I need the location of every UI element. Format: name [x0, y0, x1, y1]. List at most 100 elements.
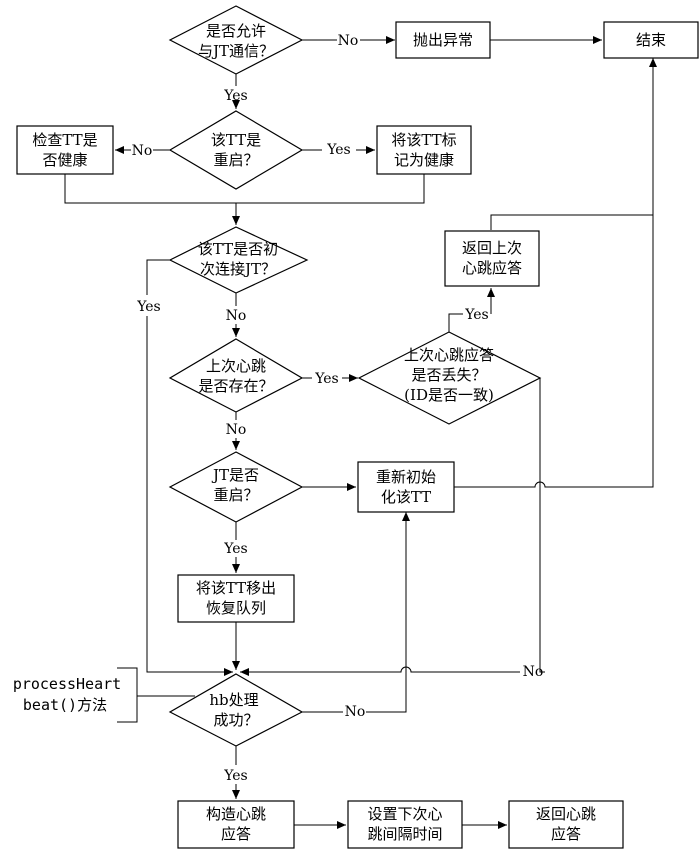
svg-text:化该TT: 化该TT	[381, 488, 431, 506]
svg-text:应答: 应答	[221, 825, 251, 843]
node-last-lost-line-2: 是否丢失？	[411, 366, 486, 384]
node-mark-healthy-line-2: 记为健康	[394, 151, 454, 169]
svg-text:成功？: 成功？	[213, 711, 258, 729]
node-build-response: 构造心跳 应答	[177, 800, 295, 849]
svg-text:是否存在？: 是否存在？	[198, 377, 273, 395]
node-check-tt-line-1: 检查TT是	[32, 131, 97, 149]
label-lost-no: No	[523, 664, 544, 680]
label-restart-no: No	[132, 143, 153, 159]
edge-return-end	[490, 58, 657, 230]
node-move-out-line-1: 将该TT移出	[196, 579, 276, 597]
edge-first-yes	[146, 259, 170, 295]
node-jt-restart-line-2: 重启？	[213, 486, 258, 504]
svg-text:返回心跳: 返回心跳	[536, 805, 596, 823]
node-return-response: 返回心跳 应答	[508, 800, 624, 849]
node-check-tt: 检查TT是 否健康	[16, 125, 114, 175]
label-jt-yes: Yes	[223, 541, 248, 557]
node-return-last-line-2: 心跳应答	[462, 259, 522, 277]
svg-text:记为健康: 记为健康	[394, 151, 454, 169]
svg-text:结束: 结束	[636, 31, 666, 49]
svg-text:重启？: 重启？	[213, 151, 258, 169]
node-return-response-line-2: 应答	[551, 825, 581, 843]
label-hb-yes: Yes	[223, 768, 248, 784]
svg-text:将该TT移出: 将该TT移出	[196, 579, 276, 597]
node-return-last-line-1: 返回上次	[462, 239, 522, 257]
node-jt-restart-line-1: JT是否	[211, 466, 259, 484]
annotation-line-1: processHeart	[13, 675, 121, 693]
svg-text:与JT通信？: 与JT通信？	[198, 42, 274, 60]
svg-text:构造心跳: 构造心跳	[206, 805, 266, 823]
svg-text:重新初始: 重新初始	[376, 468, 436, 486]
node-last-lost-line-1: 上次心跳应答	[404, 346, 494, 364]
label-hb-no: No	[345, 704, 366, 720]
label-restart-yes: Yes	[326, 142, 351, 158]
node-allow-line-1: 是否允许	[206, 22, 266, 40]
node-reinit-line-2: 化该TT	[381, 488, 431, 506]
svg-text:JT是否: JT是否	[211, 466, 259, 484]
node-first-connect-line-2: 次连接JT？	[200, 260, 276, 278]
edge-reinit-end	[454, 58, 654, 488]
svg-text:该TT是: 该TT是	[211, 131, 261, 149]
label-exists-yes: Yes	[314, 371, 339, 387]
edge-lost-yes	[448, 313, 463, 332]
svg-text:否健康: 否健康	[42, 151, 87, 169]
svg-text:次连接JT？: 次连接JT？	[200, 260, 276, 278]
node-tt-restart-line-1: 该TT是	[211, 131, 261, 149]
node-check-tt-line-2: 否健康	[42, 151, 87, 169]
svg-text:上次心跳: 上次心跳	[206, 357, 266, 375]
svg-text:是否丢失？: 是否丢失？	[411, 366, 486, 384]
node-allow-line-2: 与JT通信？	[198, 42, 274, 60]
svg-text:设置下次心: 设置下次心	[367, 805, 442, 823]
label-first-no: No	[226, 308, 247, 324]
node-hb-ok-line-1: hb处理	[209, 691, 258, 709]
label-first-yes: Yes	[136, 299, 161, 315]
node-last-lost-decision: 上次心跳应答 是否丢失？ (ID是否一致)	[357, 331, 542, 425]
svg-text:恢复队列: 恢复队列	[206, 599, 266, 617]
node-hb-ok-line-2: 成功？	[213, 711, 258, 729]
connectors	[64, 36, 657, 829]
edge-merge-health	[64, 174, 425, 204]
svg-text:该TT是否初: 该TT是否初	[198, 240, 278, 258]
node-last-exists-line-1: 上次心跳	[206, 357, 266, 375]
annotation-bracket	[117, 667, 138, 723]
node-reinit-line-1: 重新初始	[376, 468, 436, 486]
node-throw-exception: 抛出异常	[395, 21, 491, 59]
node-mark-healthy: 将该TT标 记为健康	[376, 125, 472, 175]
node-last-exists-decision: 上次心跳 是否存在？	[168, 338, 304, 413]
node-tt-restart-line-2: 重启？	[213, 151, 258, 169]
label-allow-yes: Yes	[223, 88, 248, 104]
node-last-lost-line-3: (ID是否一致)	[404, 386, 494, 404]
svg-text:心跳应答: 心跳应答	[462, 259, 522, 277]
node-tt-restart-decision: 该TT是 重启？	[168, 110, 304, 190]
node-first-connect-decision: 该TT是否初 次连接JT？	[168, 226, 309, 294]
edge-hb-no-arrow	[366, 512, 410, 713]
svg-text:上次心跳应答: 上次心跳应答	[404, 346, 494, 364]
svg-text:重启？: 重启？	[213, 486, 258, 504]
node-mark-healthy-line-1: 将该TT标	[391, 131, 456, 149]
node-move-out: 将该TT移出 恢复队列	[177, 574, 295, 623]
svg-text:抛出异常: 抛出异常	[413, 31, 473, 49]
svg-text:返回上次: 返回上次	[462, 239, 522, 257]
node-build-response-line-2: 应答	[221, 825, 251, 843]
node-reinit: 重新初始 化该TT	[357, 461, 455, 513]
node-set-next-line-2: 跳间隔时间	[367, 825, 442, 843]
node-first-connect-line-1: 该TT是否初	[198, 240, 278, 258]
method-annotation: processHeart beat()方法	[13, 675, 121, 714]
label-lost-yes: Yes	[464, 307, 489, 323]
svg-text:(ID是否一致): (ID是否一致)	[404, 386, 494, 404]
svg-text:是否允许: 是否允许	[206, 22, 266, 40]
node-build-response-line-1: 构造心跳	[206, 805, 266, 823]
edge-lost-no	[539, 378, 545, 673]
svg-text:将该TT标: 将该TT标	[391, 131, 456, 149]
edge-first-yes-arrow	[146, 316, 233, 676]
node-end-line-1: 结束	[636, 31, 666, 49]
edge-labels: No Yes No Yes Yes No Yes Yes No Yes No N…	[132, 33, 544, 784]
svg-text:检查TT是: 检查TT是	[32, 131, 97, 149]
svg-text:应答: 应答	[551, 825, 581, 843]
node-hb-ok-decision: hb处理 成功？	[168, 673, 304, 747]
node-jt-restart-decision: JT是否 重启？	[168, 451, 304, 523]
node-set-next-interval: 设置下次心 跳间隔时间	[347, 800, 463, 849]
label-exists-no: No	[226, 422, 247, 438]
label-allow-no: No	[338, 33, 359, 49]
